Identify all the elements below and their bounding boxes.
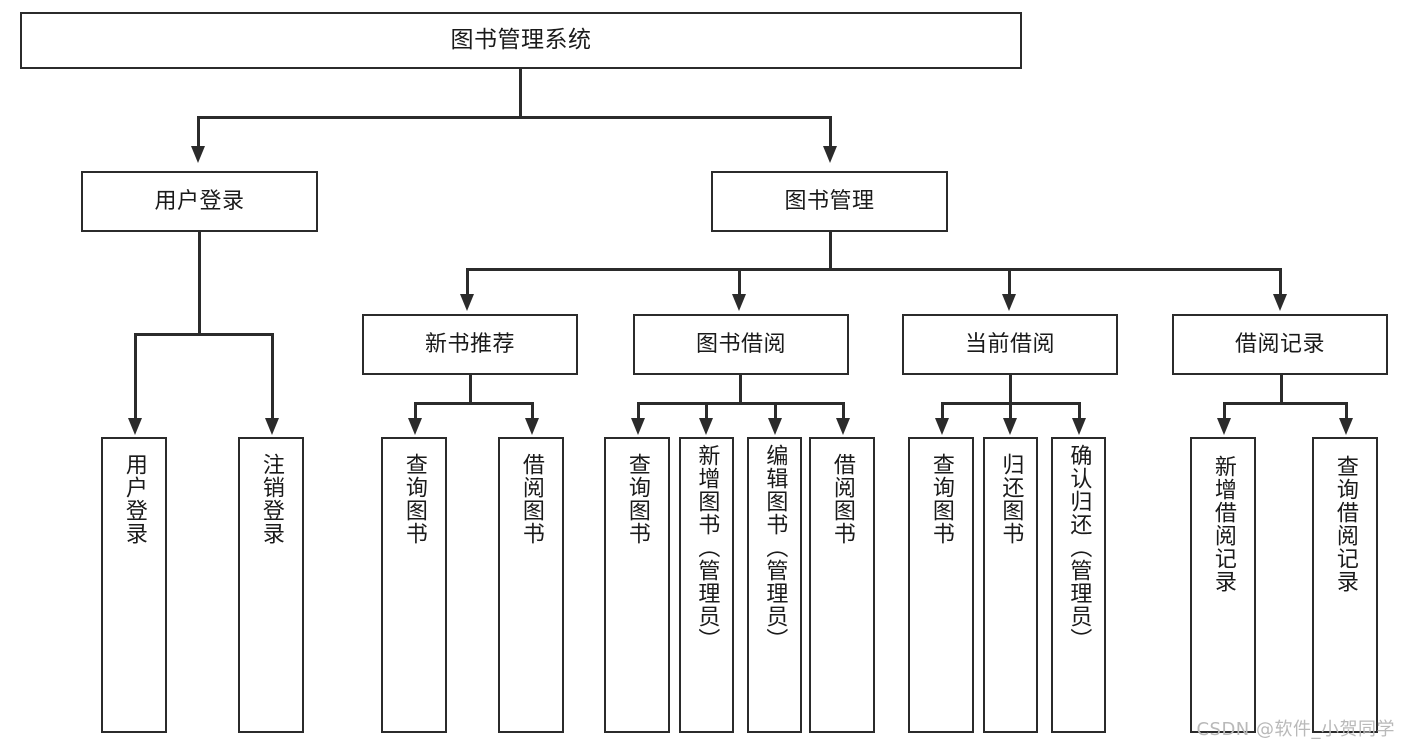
- connector-br-drop-1: [1223, 402, 1226, 418]
- leaf-label: 借阅图书: [518, 453, 544, 545]
- connector-nb-drop-2: [531, 402, 534, 418]
- connector-bm-drop-1: [466, 268, 469, 294]
- node-label: 用户登录: [154, 188, 245, 214]
- leaf-label: 新增图书（管理员）: [694, 444, 720, 651]
- leaf-label: 归还图书: [998, 453, 1024, 545]
- leaf-add-book-admin[interactable]: 新增图书（管理员）: [679, 437, 734, 733]
- leaf-query-borrow-record[interactable]: 查询借阅记录: [1312, 437, 1378, 733]
- connector-bookborrow-bus: [637, 402, 844, 405]
- leaf-query-book-current[interactable]: 查询图书: [908, 437, 974, 733]
- leaf-query-book-newbook[interactable]: 查询图书: [381, 437, 447, 733]
- arrow-to-borrow-record: [1273, 294, 1287, 311]
- connector-userlogin-drop-2: [271, 333, 274, 418]
- connector-newbook-stem: [469, 375, 472, 402]
- connector-borrowrecord-bus: [1223, 402, 1347, 405]
- leaf-logout[interactable]: 注销登录: [238, 437, 304, 733]
- leaf-label: 查询借阅记录: [1332, 455, 1358, 593]
- leaf-label: 确认归还（管理员）: [1066, 444, 1092, 651]
- connector-bm-drop-4: [1279, 268, 1282, 294]
- leaf-user-login[interactable]: 用户登录: [101, 437, 167, 733]
- arrow-to-book-borrow: [732, 294, 746, 311]
- connector-bookborrow-stem: [739, 375, 742, 402]
- node-current-borrow[interactable]: 当前借阅: [902, 314, 1118, 375]
- node-label: 借阅记录: [1234, 331, 1325, 357]
- arrow-to-leaf-user-login: [128, 418, 142, 435]
- arrow-to-new-book: [460, 294, 474, 311]
- node-book-borrow[interactable]: 图书借阅: [633, 314, 849, 375]
- connector-bb-drop-2: [705, 402, 708, 418]
- connector-br-drop-2: [1345, 402, 1348, 418]
- connector-bookmanage-bus: [466, 268, 1281, 271]
- node-label: 图书管理: [784, 188, 875, 214]
- leaf-edit-book-admin[interactable]: 编辑图书（管理员）: [747, 437, 802, 733]
- arrow-to-leaf-logout: [265, 418, 279, 435]
- connector-cb-drop-2: [1009, 402, 1012, 418]
- node-user-login[interactable]: 用户登录: [81, 171, 318, 232]
- connector-currentborrow-stem: [1009, 375, 1012, 402]
- arrow-br-leaf-1: [1217, 418, 1231, 435]
- leaf-return-book[interactable]: 归还图书: [983, 437, 1038, 733]
- leaf-borrow-book-newbook[interactable]: 借阅图书: [498, 437, 564, 733]
- arrow-cb-leaf-1: [935, 418, 949, 435]
- leaf-query-book-borrow[interactable]: 查询图书: [604, 437, 670, 733]
- arrow-cb-leaf-2: [1003, 418, 1017, 435]
- connector-bb-drop-3: [774, 402, 777, 418]
- arrow-nb-leaf-1: [408, 418, 422, 435]
- leaf-label: 用户登录: [121, 453, 147, 545]
- connector-borrowrecord-stem: [1280, 375, 1283, 402]
- node-label: 当前借阅: [964, 331, 1055, 357]
- arrow-to-user-login: [191, 146, 205, 163]
- connector-newbook-bus: [414, 402, 533, 405]
- arrow-br-leaf-2: [1339, 418, 1353, 435]
- connector-bm-drop-2: [738, 268, 741, 294]
- leaf-label: 注销登录: [258, 453, 284, 545]
- connector-bb-drop-4: [842, 402, 845, 418]
- connector-userlogin-bus: [134, 333, 273, 336]
- connector-userlogin-stem: [198, 232, 201, 333]
- connector-bb-drop-1: [637, 402, 640, 418]
- leaf-borrow-book-borrow[interactable]: 借阅图书: [809, 437, 875, 733]
- connector-nb-drop-1: [414, 402, 417, 418]
- arrow-bb-leaf-3: [768, 418, 782, 435]
- leaf-label: 新增借阅记录: [1210, 455, 1236, 593]
- leaf-confirm-return-admin[interactable]: 确认归还（管理员）: [1051, 437, 1106, 733]
- connector-root-drop-left: [197, 116, 200, 146]
- leaf-label: 编辑图书（管理员）: [762, 444, 788, 651]
- node-new-book-recommend[interactable]: 新书推荐: [362, 314, 578, 375]
- connector-root-bus: [197, 116, 831, 119]
- connector-root-stem: [519, 69, 522, 116]
- connector-bm-drop-3: [1008, 268, 1011, 294]
- node-borrow-record[interactable]: 借阅记录: [1172, 314, 1388, 375]
- leaf-label: 查询图书: [624, 453, 650, 545]
- node-label: 图书管理系统: [450, 27, 592, 54]
- leaf-label: 查询图书: [401, 453, 427, 545]
- node-label: 图书借阅: [695, 331, 786, 357]
- leaf-add-borrow-record[interactable]: 新增借阅记录: [1190, 437, 1256, 733]
- arrow-bb-leaf-2: [699, 418, 713, 435]
- arrow-bb-leaf-1: [631, 418, 645, 435]
- leaf-label: 查询图书: [928, 453, 954, 545]
- node-root-system[interactable]: 图书管理系统: [20, 12, 1022, 69]
- connector-bookmanage-stem: [829, 232, 832, 268]
- arrow-bb-leaf-4: [836, 418, 850, 435]
- node-book-manage[interactable]: 图书管理: [711, 171, 948, 232]
- connector-cb-drop-1: [941, 402, 944, 418]
- connector-userlogin-drop-1: [134, 333, 137, 418]
- arrow-to-current-borrow: [1002, 294, 1016, 311]
- csdn-watermark: CSDN @软件_小贺同学: [1196, 719, 1395, 740]
- arrow-to-book-manage: [823, 146, 837, 163]
- arrow-cb-leaf-3: [1072, 418, 1086, 435]
- connector-cb-drop-3: [1078, 402, 1081, 418]
- arrow-nb-leaf-2: [525, 418, 539, 435]
- leaf-label: 借阅图书: [829, 453, 855, 545]
- connector-root-drop-right: [829, 116, 832, 146]
- node-label: 新书推荐: [424, 331, 515, 357]
